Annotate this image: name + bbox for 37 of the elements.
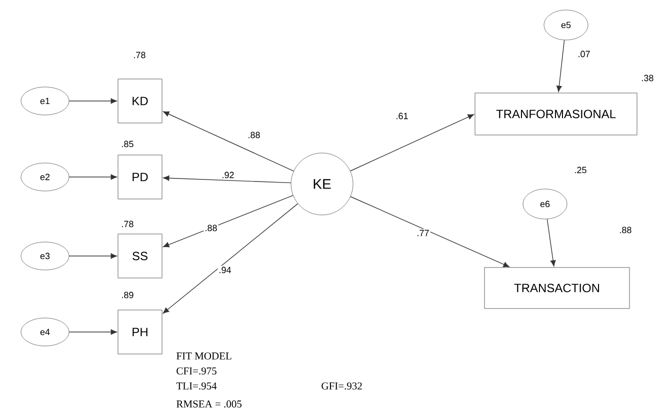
arrow bbox=[163, 111, 294, 172]
coefficient-label: .88 bbox=[620, 226, 632, 234]
arrow bbox=[163, 195, 294, 248]
arrow bbox=[350, 114, 474, 172]
variable-box: PH bbox=[118, 310, 162, 354]
edge-label: .07 bbox=[576, 50, 592, 58]
coefficient-label: .78 bbox=[134, 52, 146, 58]
edge-label: .88 bbox=[204, 224, 218, 232]
arrow bbox=[68, 174, 117, 180]
arrow bbox=[162, 203, 298, 314]
edge-label: .88 bbox=[246, 130, 262, 140]
variable-box: PD bbox=[118, 154, 162, 200]
coefficient-label: .89 bbox=[122, 292, 134, 298]
variable-box: KD bbox=[118, 78, 162, 124]
fit-index-text: RMSEA = .005 bbox=[176, 400, 242, 408]
coefficient-label: .25 bbox=[575, 166, 586, 174]
coefficient-label: .38 bbox=[642, 74, 654, 82]
edge-label: .61 bbox=[394, 112, 410, 120]
arrow bbox=[546, 218, 556, 266]
edge-label: .94 bbox=[218, 266, 232, 274]
arrow bbox=[68, 98, 117, 104]
fit-index-text: FIT MODEL bbox=[176, 352, 232, 360]
fit-index-text: TLI=.954 bbox=[176, 382, 217, 390]
variable-box: TRANFORMASIONAL bbox=[474, 92, 638, 136]
coefficient-label: .85 bbox=[122, 140, 134, 148]
arrow bbox=[163, 175, 292, 184]
variable-box: TRANSACTION bbox=[484, 267, 630, 309]
arrow bbox=[350, 196, 510, 268]
arrow bbox=[68, 253, 117, 259]
fit-index-text: GFI=.932 bbox=[322, 382, 362, 390]
arrow bbox=[556, 40, 565, 92]
fit-index-text: CFI=.975 bbox=[176, 367, 216, 375]
arrow bbox=[68, 329, 117, 335]
edge-label: .92 bbox=[220, 170, 236, 180]
coefficient-label: .78 bbox=[122, 220, 134, 228]
edge-label: .77 bbox=[416, 228, 430, 238]
variable-box: SS bbox=[118, 234, 162, 278]
